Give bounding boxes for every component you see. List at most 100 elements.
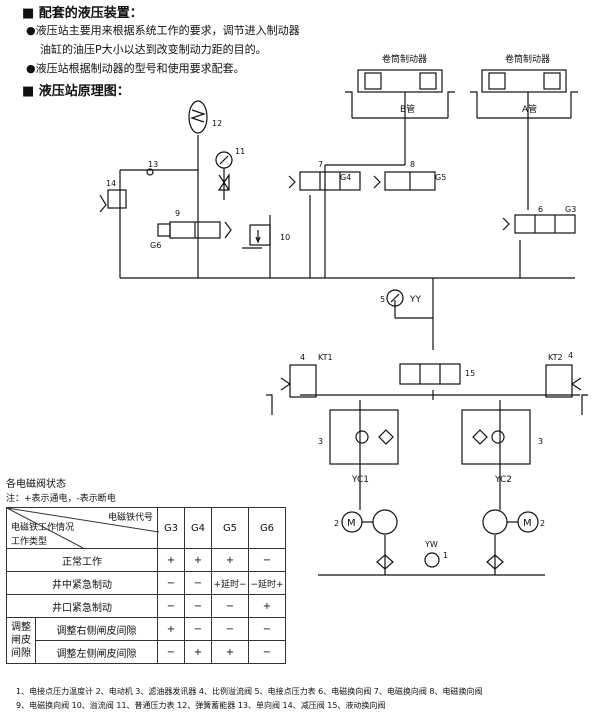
- filter-block-yc1-icon: [329, 409, 399, 465]
- filter-block-yc2-icon: [461, 409, 531, 465]
- contact-pressure-gauge-5-icon: [386, 289, 404, 307]
- directional-valve-9-icon: [157, 221, 232, 239]
- table-row: 井中紧急制动 − − +延时− −延时+: [6, 571, 286, 595]
- label-12: 12: [212, 119, 222, 128]
- label-g3: G3: [565, 205, 576, 214]
- proportional-relief-valve-right-icon: [545, 364, 588, 415]
- label-4-right: 4: [568, 351, 573, 360]
- cell: −: [248, 617, 286, 641]
- reducing-valve-14-icon: [99, 189, 127, 213]
- row-label: 调整左侧闸皮间隙: [35, 640, 158, 664]
- label-3-left: 3: [318, 437, 323, 446]
- label-yw: YW: [424, 540, 438, 549]
- col-g4: G4: [184, 507, 212, 549]
- label-2-left: 2: [334, 519, 339, 528]
- label-14: 14: [106, 179, 116, 188]
- bullet-2: ●液压站根据制动器的型号和使用要求配套。: [26, 62, 245, 75]
- label-3-right: 3: [538, 437, 543, 446]
- brake-label-left: 卷筒制动器: [382, 53, 427, 65]
- bullet-1-line-1: ●液压站主要用来根据系统工作的要求，调节进入制动器: [26, 24, 300, 37]
- label-5: 5: [380, 295, 385, 304]
- brake-label-right: 卷筒制动器: [505, 53, 550, 65]
- pressure-gauge-11-icon: [215, 151, 233, 200]
- row-label: 井中紧急制动: [6, 571, 158, 595]
- label-1: 1: [443, 551, 448, 560]
- label-10: 10: [280, 233, 290, 242]
- directional-valve-6-icon: [502, 214, 576, 234]
- cell: +: [184, 548, 212, 572]
- col-g6: G6: [248, 507, 286, 549]
- legend-line-1: 1、电接点压力温度计 2、电动机 3、滤油器发讯器 4、比例溢流阀 5、电接点压…: [16, 687, 483, 696]
- legend-line-2: 9、电磁换向阀 10、溢流阀 11、普通压力表 12、弹簧蓄能器 13、单向阀 …: [16, 701, 386, 710]
- cell: +: [248, 594, 286, 618]
- motor-pump-left-icon: [341, 509, 398, 570]
- adjust-label: 调整闸皮间隙: [6, 617, 36, 664]
- hdr-type: 工作类型: [11, 537, 48, 547]
- valve-state-table: 电磁铁代号 电磁铁工作情况 工作类型 G3 G4 G5 G6 正常工作 + + …: [6, 507, 286, 664]
- cell: +: [157, 617, 185, 641]
- cell: +: [157, 548, 185, 572]
- cell: −: [157, 571, 185, 595]
- motor-pump-right-icon: [482, 509, 539, 570]
- motor-left-label: M: [347, 518, 356, 529]
- cell: −: [248, 640, 286, 664]
- row-label: 正常工作: [6, 548, 158, 572]
- table-row: 正常工作 + + + −: [6, 548, 286, 572]
- cell: −延时+: [248, 571, 286, 595]
- table-row: 井口紧急制动 − − − +: [6, 594, 286, 618]
- diagonal-lines-icon: [7, 508, 159, 548]
- hdr-code: 电磁铁代号: [107, 513, 153, 523]
- label-6: 6: [538, 205, 543, 214]
- col-g5: G5: [211, 507, 249, 549]
- label-2-right: 2: [540, 519, 545, 528]
- motor-right-label: M: [523, 518, 532, 529]
- label-yc1: YC1: [351, 475, 369, 485]
- label-yc2: YC2: [494, 475, 512, 485]
- check-valve-13-icon: [146, 168, 154, 176]
- label-yy: YY: [409, 295, 421, 305]
- row-label: 调整右侧闸皮间隙: [35, 617, 158, 641]
- cell: −: [184, 594, 212, 618]
- row-label: 井口紧急制动: [6, 594, 158, 618]
- cell: −: [211, 594, 249, 618]
- table-row: 调整闸皮间隙 调整右侧闸皮间隙 + − − −: [6, 617, 286, 664]
- pipe-b-label: B管: [400, 103, 415, 115]
- label-kt1: KT1: [318, 353, 333, 362]
- bullet-1-line-2: 油缸的油压P大小以达到改变制动力距的目的。: [40, 43, 267, 56]
- section-heading-schematic: ■ 液压站原理图：: [22, 84, 130, 99]
- state-table-title: 各电磁阀状态: [6, 479, 66, 490]
- brake-cylinder-left-icon: [345, 69, 455, 119]
- cell: −: [184, 571, 212, 595]
- hdr-cond: 电磁铁工作情况: [11, 523, 75, 533]
- label-g5: G5: [435, 173, 446, 182]
- label-g6: G6: [150, 241, 161, 250]
- cell: +: [211, 640, 249, 664]
- header-diagonal-cell: 电磁铁代号 电磁铁工作情况 工作类型: [6, 507, 159, 549]
- thermometer-1-icon: [424, 552, 440, 568]
- state-table-note: 注：+表示通电，-表示断电: [6, 494, 116, 504]
- directional-valve-7-icon: [288, 171, 361, 191]
- cell: −: [184, 617, 212, 641]
- label-8: 8: [410, 160, 415, 169]
- hydraulic-directional-valve-15-icon: [399, 363, 461, 385]
- label-9: 9: [175, 209, 180, 218]
- cell: −: [157, 640, 185, 664]
- brake-cylinder-right-icon: [470, 69, 578, 119]
- section-heading-device: ■ 配套的液压装置：: [22, 6, 143, 21]
- label-13: 13: [148, 160, 158, 169]
- cell: −: [248, 548, 286, 572]
- directional-valve-8-icon: [373, 171, 436, 191]
- label-7: 7: [318, 160, 323, 169]
- proportional-relief-valve-left-icon: [266, 364, 317, 415]
- label-kt2: KT2: [548, 353, 563, 362]
- cell: −: [211, 617, 249, 641]
- pipe-a-label: A管: [522, 103, 537, 115]
- pipe-network: [119, 92, 580, 576]
- cell: −: [157, 594, 185, 618]
- label-4-left: 4: [300, 353, 305, 362]
- label-11: 11: [235, 147, 245, 156]
- relief-valve-10-icon: [242, 224, 271, 249]
- table-row: 调整左侧闸皮间隙 − + + −: [7, 640, 286, 664]
- col-g3: G3: [157, 507, 185, 549]
